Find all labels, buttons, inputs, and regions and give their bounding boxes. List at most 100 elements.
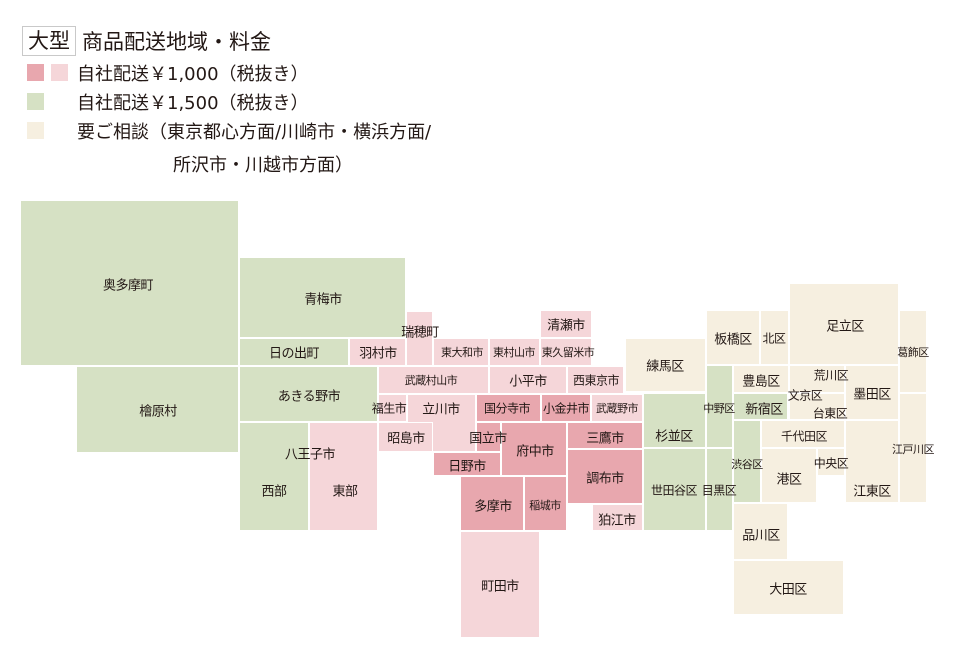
region-label: 小平市	[509, 374, 547, 390]
region-label: 福生市	[371, 401, 407, 416]
region-青梅市	[239, 257, 406, 338]
region-東久留米市	[540, 338, 592, 366]
region-東部	[309, 422, 378, 531]
region-label: 江東区	[853, 484, 891, 500]
region-label: 荒川区	[813, 368, 849, 383]
legend-item-1000: 自社配送￥1,000（税抜き）	[27, 64, 309, 85]
region-あきる野市	[239, 366, 378, 422]
region-台東区	[789, 393, 845, 420]
region-label: 武蔵村山市	[404, 374, 458, 387]
region-label: 板橋区	[714, 332, 752, 348]
region-label: 立川市	[422, 402, 460, 418]
region-羽村市	[349, 338, 406, 366]
legend-text: 自社配送￥1,000（税抜き）	[77, 63, 309, 85]
region-千代田区	[761, 420, 845, 448]
region-label: 小金井市	[542, 401, 590, 416]
region-日野市	[433, 452, 501, 476]
region-荒川区	[789, 365, 845, 393]
region-中央区	[817, 448, 845, 476]
region-label: 国立市	[469, 431, 507, 447]
region-東村山市	[489, 338, 540, 366]
region-label: 多摩市	[474, 499, 512, 515]
region-檜原村	[76, 366, 239, 453]
region-label: 北区	[762, 331, 786, 346]
region-小平市	[489, 366, 567, 394]
region-大田区	[733, 560, 844, 615]
region-label: 清瀬市	[547, 318, 585, 334]
region-足立区	[789, 283, 899, 365]
legend-item-1500: 自社配送￥1,500（税抜き）	[27, 93, 309, 114]
legend-text: 要ご相談（東京都心方面/川崎市・横浜方面/	[77, 121, 432, 143]
region-中野区	[706, 365, 733, 448]
region-三鷹市	[567, 422, 643, 449]
region-label: 奥多摩町	[102, 278, 154, 294]
region-福生市	[378, 394, 407, 422]
region-港区	[761, 448, 817, 503]
region-label: 武蔵野市	[596, 402, 639, 415]
region-label-hachioji: 八王子市	[284, 447, 336, 463]
region-杉並区	[643, 393, 706, 448]
legend-text: 自社配送￥1,500（税抜き）	[77, 92, 309, 114]
region-西部	[239, 422, 309, 531]
region-label: 新宿区	[745, 402, 783, 418]
region-葛飾区	[899, 310, 927, 393]
region-label: 江戸川区	[892, 443, 935, 456]
region-label: 台東区	[812, 406, 848, 421]
region-label: 東久留米市	[541, 346, 595, 359]
region-調布市	[567, 449, 643, 504]
region-label: 墨田区	[853, 387, 891, 403]
region-label: 港区	[776, 472, 802, 488]
region-label: 文京区	[787, 388, 823, 403]
region-label: 大田区	[769, 582, 807, 598]
region-label: 羽村市	[359, 346, 397, 362]
region-奥多摩町	[20, 200, 239, 366]
region-墨田区	[845, 365, 899, 420]
region-label: 檜原村	[139, 404, 177, 420]
region-練馬区	[625, 338, 706, 392]
region-label: 品川区	[742, 528, 780, 544]
region-目黒区	[706, 448, 733, 531]
region-label: 町田市	[481, 579, 519, 595]
region-label: 豊島区	[742, 374, 780, 390]
region-label: 府中市	[516, 444, 554, 460]
region-label: 中央区	[813, 456, 849, 471]
region-清瀬市	[540, 310, 592, 338]
region-label: 杉並区	[655, 429, 693, 445]
region-label: 狛江市	[598, 513, 636, 529]
map-title: 大型 商品配送地域・料金	[22, 26, 271, 56]
region-世田谷区	[643, 448, 706, 531]
region-武蔵野市	[591, 394, 643, 422]
region-豊島区	[733, 365, 789, 393]
region-多摩市	[460, 476, 524, 531]
region-日の出町	[239, 338, 349, 366]
region-label: 練馬区	[646, 359, 684, 375]
region-label: 日の出町	[268, 346, 320, 362]
region-label: 瑞穂町	[401, 325, 439, 341]
legend-item-consult: 要ご相談（東京都心方面/川崎市・横浜方面/	[27, 122, 431, 143]
region-北区	[760, 310, 789, 365]
region-label: 東村山市	[493, 346, 536, 359]
region-label: 中野区	[703, 402, 735, 415]
swatch-green	[27, 93, 44, 110]
region-label: あきる野市	[277, 389, 341, 405]
swatch-cream	[27, 122, 44, 139]
region-label: 昭島市	[387, 431, 425, 447]
region-渋谷区	[733, 420, 761, 503]
region-品川区	[733, 503, 788, 560]
region-小金井市	[541, 394, 591, 422]
size-tag: 大型	[22, 26, 76, 56]
region-江東区	[845, 420, 899, 503]
region-板橋区	[706, 310, 760, 365]
region-東大和市	[433, 338, 489, 366]
region-label: 目黒区	[701, 483, 737, 498]
region-武蔵村山市	[378, 366, 489, 394]
region-label: 稲城市	[529, 499, 561, 512]
region-昭島市	[378, 422, 433, 452]
region-町田市	[460, 531, 540, 638]
region-label: 西部	[261, 484, 287, 500]
region-江戸川区	[899, 393, 927, 503]
region-label: 渋谷区	[731, 458, 763, 471]
region-label: 足立区	[826, 319, 864, 335]
region-label: 世田谷区	[650, 483, 698, 498]
swatch-dark-pink	[27, 64, 44, 81]
